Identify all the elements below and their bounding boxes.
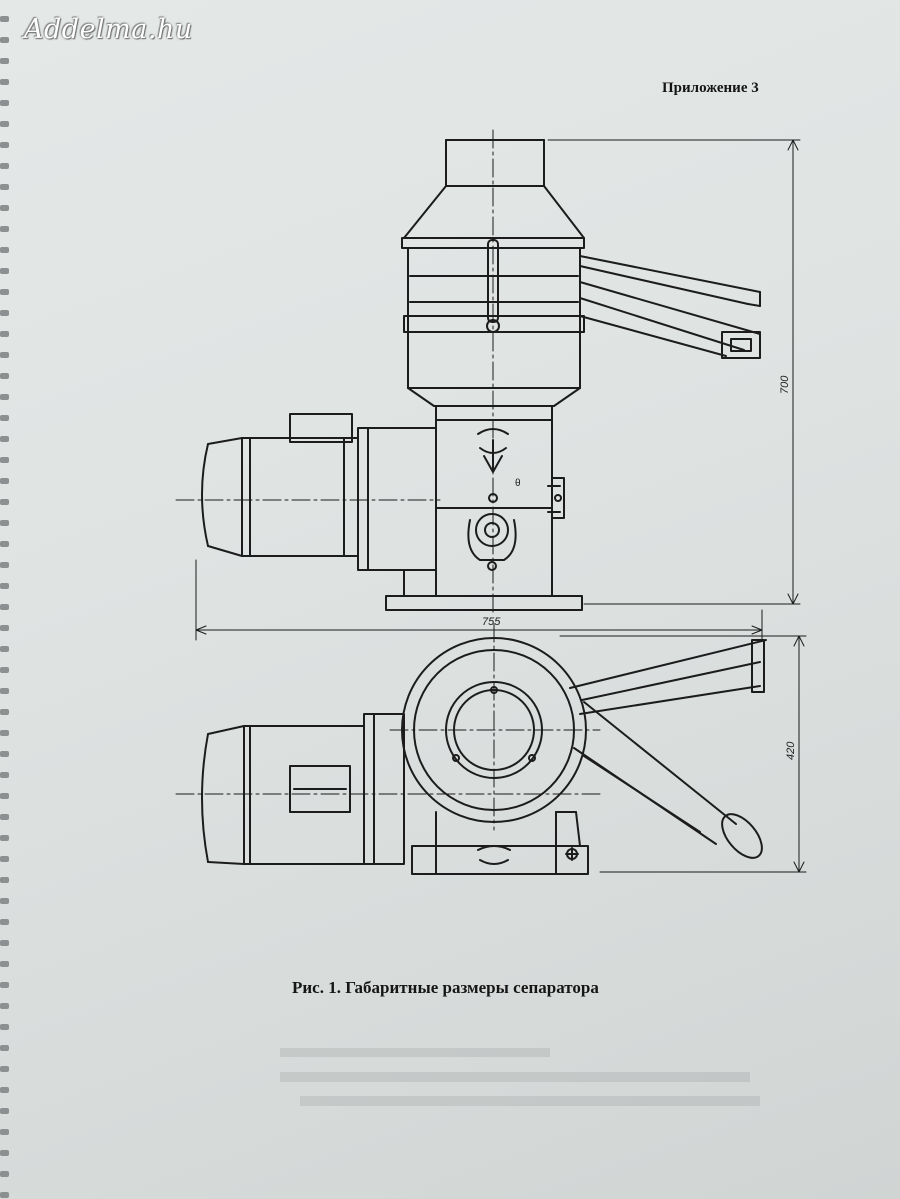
binding-hole bbox=[0, 1192, 9, 1198]
binding-hole bbox=[0, 982, 9, 988]
motor bbox=[201, 413, 359, 557]
binding-hole bbox=[0, 121, 9, 127]
inlet-tube bbox=[445, 139, 545, 187]
binding-hole bbox=[0, 1171, 9, 1177]
binding-hole bbox=[0, 289, 9, 295]
binding-hole bbox=[0, 541, 9, 547]
dimension-label-height: 700 bbox=[779, 375, 791, 394]
dimension-label-width: 755 bbox=[482, 616, 501, 628]
binding-hole bbox=[0, 37, 9, 43]
bleed-through-shadow bbox=[280, 1048, 760, 1106]
binding-hole bbox=[0, 730, 9, 736]
binding-hole bbox=[0, 562, 9, 568]
binding-hole bbox=[0, 184, 9, 190]
top-view bbox=[175, 623, 767, 875]
binding-hole bbox=[0, 772, 9, 778]
binding-hole bbox=[0, 205, 9, 211]
binding-hole bbox=[0, 1003, 9, 1009]
binding-hole bbox=[0, 310, 9, 316]
binding-hole bbox=[0, 961, 9, 967]
binding-hole bbox=[0, 58, 9, 64]
watermark-logo: Addelma.hu bbox=[24, 14, 193, 45]
binding-hole bbox=[0, 751, 9, 757]
binding-hole bbox=[0, 1108, 9, 1114]
binding-hole bbox=[0, 436, 9, 442]
binding-hole bbox=[0, 478, 9, 484]
binding-hole bbox=[0, 226, 9, 232]
separator-drawing: θ bbox=[175, 129, 807, 875]
appendix-label: Приложение 3 bbox=[662, 80, 759, 96]
binding-hole bbox=[0, 16, 9, 22]
binding-hole bbox=[0, 814, 9, 820]
binding-hole bbox=[0, 499, 9, 505]
spiral-binding bbox=[0, 16, 9, 1198]
gearbox bbox=[357, 427, 437, 597]
binding-hole bbox=[0, 688, 9, 694]
binding-hole bbox=[0, 604, 9, 610]
side-view: θ bbox=[175, 129, 761, 617]
binding-hole bbox=[0, 268, 9, 274]
dimension-label-depth: 420 bbox=[785, 741, 797, 760]
binding-hole bbox=[0, 625, 9, 631]
bowl-cover bbox=[401, 185, 585, 249]
binding-hole bbox=[0, 793, 9, 799]
svg-text:θ: θ bbox=[515, 478, 521, 489]
bowl-housing bbox=[403, 247, 585, 407]
binding-hole bbox=[0, 394, 9, 400]
binding-hole bbox=[0, 898, 9, 904]
binding-hole bbox=[0, 247, 9, 253]
binding-hole bbox=[0, 646, 9, 652]
binding-hole bbox=[0, 1066, 9, 1072]
binding-hole bbox=[0, 919, 9, 925]
binding-hole bbox=[0, 520, 9, 526]
binding-hole bbox=[0, 835, 9, 841]
figure-caption: Рис. 1. Габаритные размеры сепаратора bbox=[292, 978, 599, 997]
binding-hole bbox=[0, 667, 9, 673]
binding-hole bbox=[0, 100, 9, 106]
binding-hole bbox=[0, 352, 9, 358]
binding-hole bbox=[0, 940, 9, 946]
binding-hole bbox=[0, 877, 9, 883]
binding-hole bbox=[0, 1129, 9, 1135]
binding-hole bbox=[0, 856, 9, 862]
binding-hole bbox=[0, 142, 9, 148]
binding-hole bbox=[0, 1024, 9, 1030]
binding-hole bbox=[0, 457, 9, 463]
frame-housing: θ bbox=[385, 405, 583, 611]
binding-hole bbox=[0, 1045, 9, 1051]
binding-hole bbox=[0, 583, 9, 589]
binding-hole bbox=[0, 373, 9, 379]
binding-hole bbox=[0, 331, 9, 337]
binding-hole bbox=[0, 79, 9, 85]
binding-hole bbox=[0, 163, 9, 169]
binding-hole bbox=[0, 415, 9, 421]
center-lines bbox=[175, 129, 494, 617]
dimension-lines bbox=[195, 139, 807, 873]
binding-hole bbox=[0, 1150, 9, 1156]
binding-hole bbox=[0, 709, 9, 715]
outlet-spouts bbox=[579, 255, 761, 359]
binding-hole bbox=[0, 1087, 9, 1093]
